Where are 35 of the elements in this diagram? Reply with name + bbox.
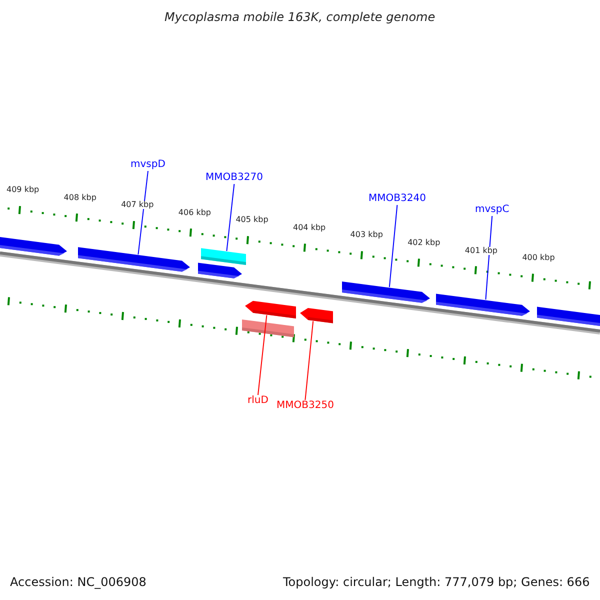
- scale-label: 405 kbp: [236, 216, 268, 224]
- gene-feature: [537, 306, 600, 326]
- scale-label: 401 kbp: [464, 246, 498, 255]
- scale-label: 400 kbp: [522, 254, 555, 262]
- scale-label: 407 kbp: [121, 201, 154, 210]
- scale-label: 409 kbp: [6, 186, 40, 194]
- scale-label: 402 kbp: [408, 238, 440, 247]
- gene-bar: [201, 248, 246, 265]
- scale-label: 404 kbp: [293, 224, 326, 232]
- gene-label: rluD: [248, 396, 268, 406]
- gene-feature: [0, 235, 67, 256]
- scale-label: 408 kbp: [64, 194, 96, 202]
- scale-label: 406 kbp: [178, 208, 211, 217]
- gene-feature: [78, 247, 190, 272]
- gene-feature: [198, 262, 242, 278]
- gene-label: MMOB3240: [368, 194, 426, 204]
- leader-line: [388, 204, 398, 288]
- leader-line: [258, 314, 268, 396]
- leader-line: [138, 170, 148, 255]
- genome-summary-text: Topology: circular; Length: 777,079 bp; Genes: 666: [283, 576, 590, 588]
- gene-label: MMOB3270: [206, 173, 263, 183]
- gene-feature: [436, 294, 530, 316]
- accession-text: Accession: NC_006908: [10, 576, 146, 588]
- gene-label: mvspC: [475, 205, 510, 215]
- scale-label: 403 kbp: [350, 231, 383, 240]
- gene-bar: [242, 320, 294, 338]
- leader-line: [226, 184, 235, 252]
- gene-feature: [342, 282, 430, 303]
- gene-feature: [245, 300, 296, 318]
- diagram-title: Mycoplasma mobile 163K, complete genome: [164, 11, 436, 23]
- gene-feature: [300, 308, 333, 324]
- gene-label: MMOB3250: [276, 401, 334, 411]
- leader-line: [304, 320, 314, 400]
- leader-line: [485, 216, 493, 300]
- gene-label: mvspD: [130, 160, 166, 170]
